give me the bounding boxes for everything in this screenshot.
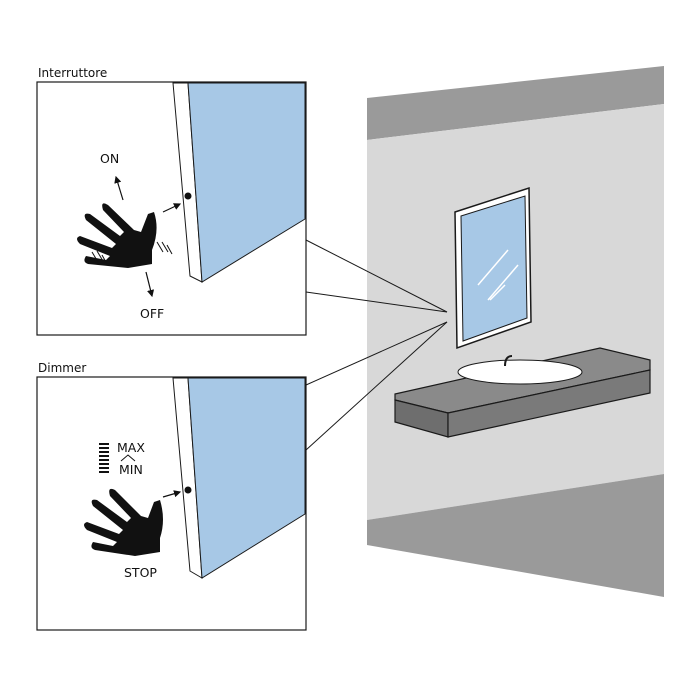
dimmer-level-icon — [99, 443, 109, 473]
stop-label: STOP — [124, 565, 157, 580]
motion-lines — [91, 241, 173, 265]
hand-icon — [77, 203, 157, 268]
switch-panel-title: Interruttore — [38, 66, 107, 80]
hand-icon — [84, 488, 163, 556]
faucet — [504, 355, 513, 367]
on-label: ON — [100, 151, 119, 166]
caret-up-icon — [120, 454, 136, 462]
sensor-dot — [184, 486, 192, 494]
sink-basin — [457, 359, 583, 385]
mirror-glass — [460, 195, 528, 342]
off-label: OFF — [140, 306, 164, 321]
counter-side — [447, 369, 651, 438]
wall-top-band — [367, 66, 664, 140]
mirror-glass-closeup — [187, 82, 306, 283]
dimmer-panel-title: Dimmer — [38, 361, 86, 375]
bathroom-scene — [367, 66, 664, 597]
max-label: MAX — [117, 440, 145, 455]
floor-band — [367, 474, 664, 597]
dimmer-panel: Dimmer MAX MIN STOP — [36, 361, 307, 631]
callout-lines — [305, 239, 448, 451]
switch-panel: Interruttore ON OFF — [36, 66, 307, 336]
sensor-dot — [184, 192, 192, 200]
min-label: MIN — [119, 462, 143, 477]
mirror-glass-closeup — [187, 377, 306, 579]
